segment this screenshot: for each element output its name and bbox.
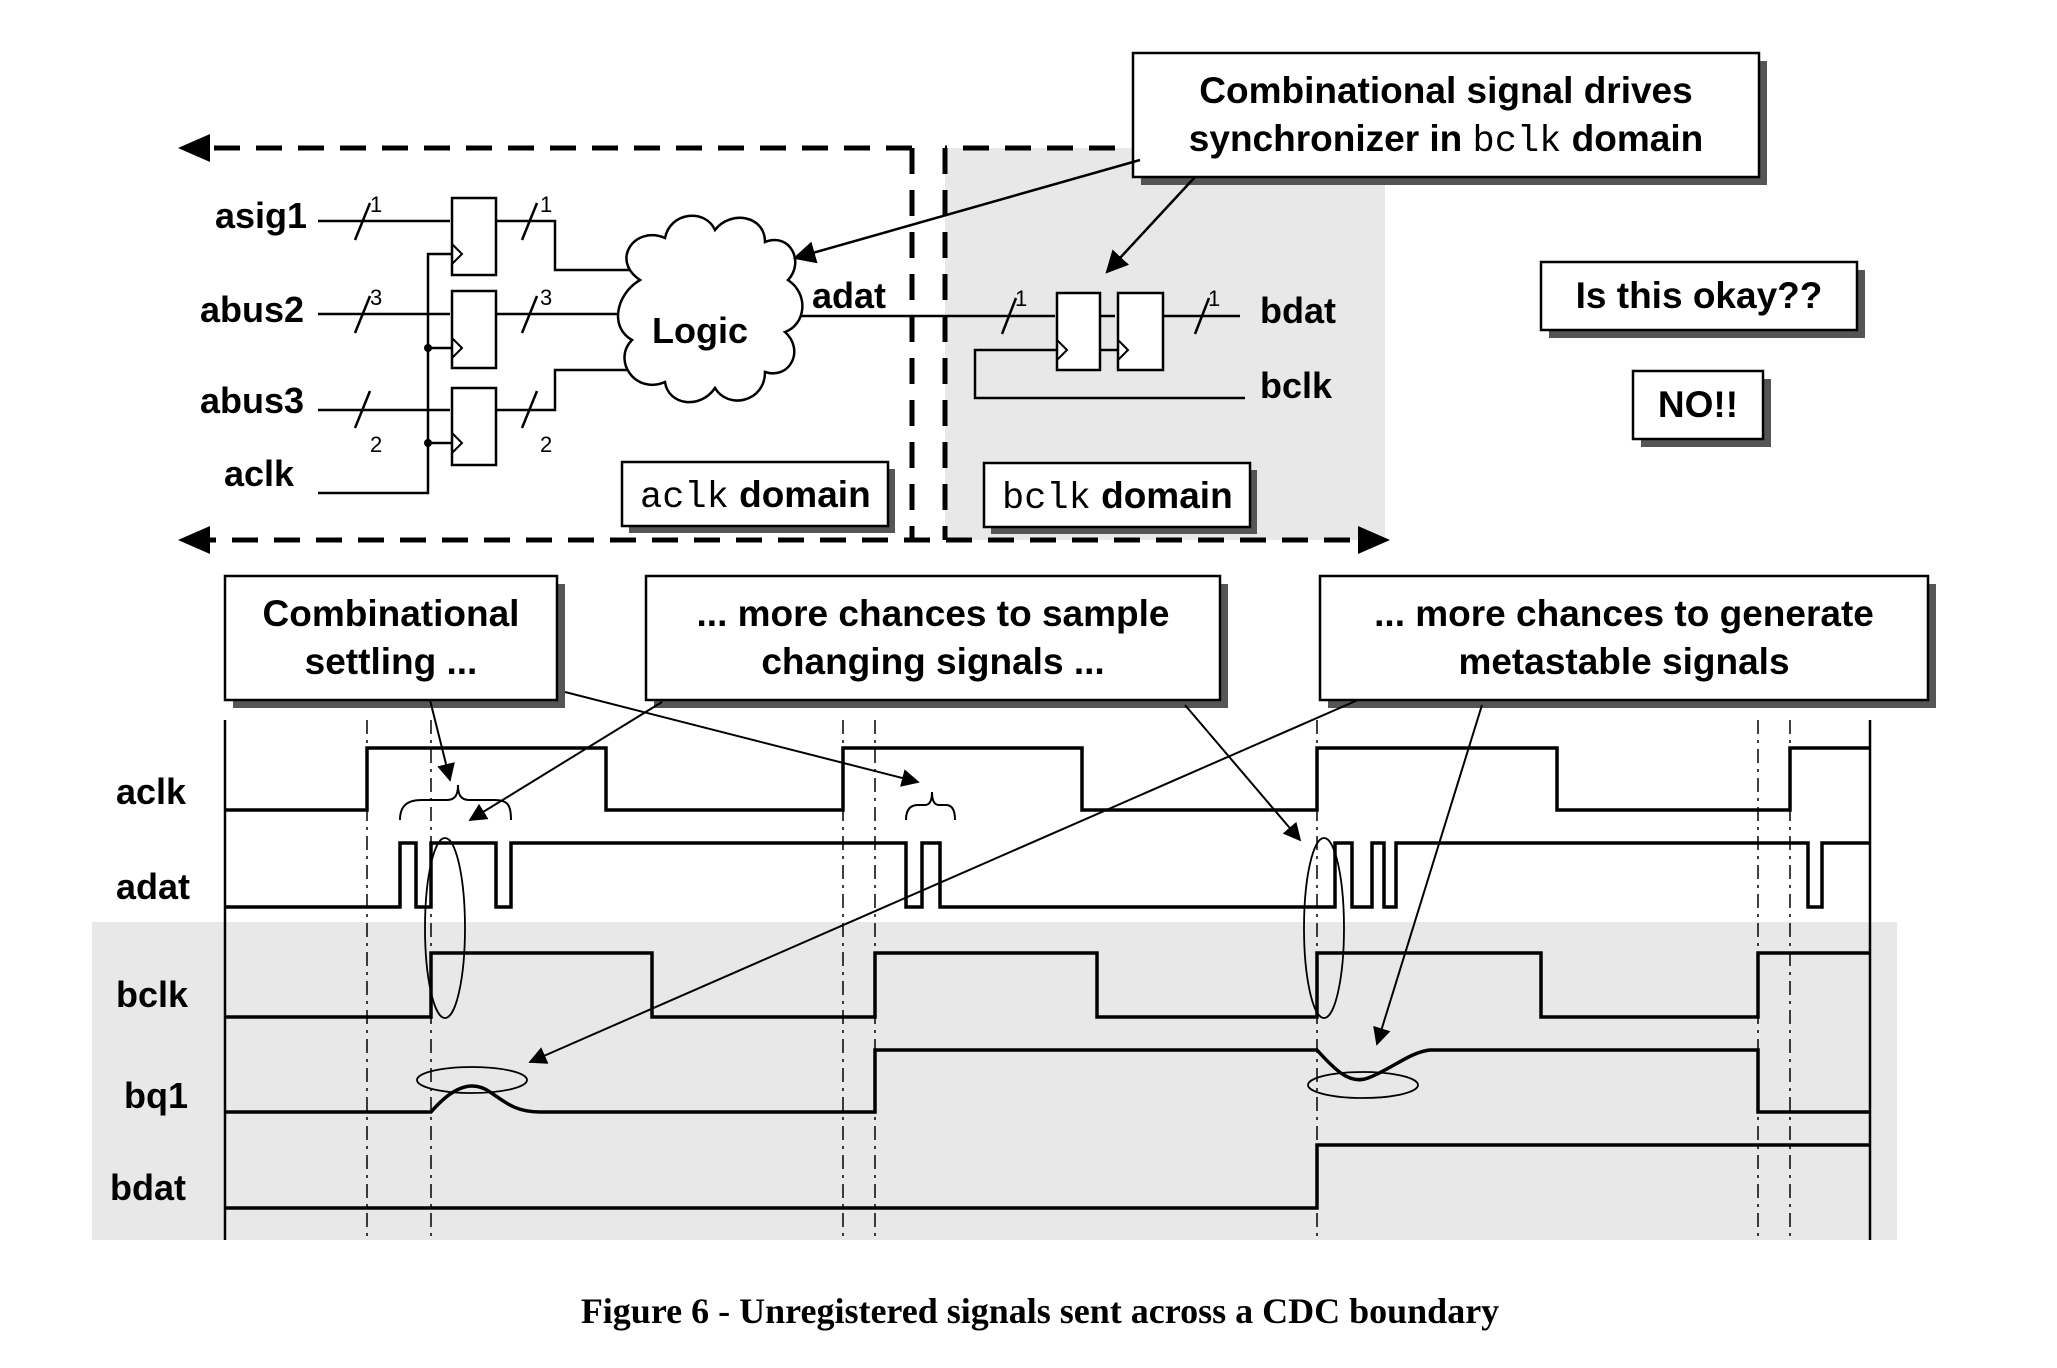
callout-combinational-settling: Combinational settling ... xyxy=(223,574,565,708)
input-label-asig1: asig1 xyxy=(215,195,307,236)
callout-sample-chances: ... more chances to sample changing sign… xyxy=(644,574,1228,708)
input-label-abus2: abus2 xyxy=(200,289,304,330)
bclk-label: bclk xyxy=(1260,365,1333,406)
bclk-timing-shading xyxy=(92,922,1897,1240)
svg-text:NO!!: NO!! xyxy=(1658,384,1738,425)
svg-text:... more chances to sample: ... more chances to sample xyxy=(697,593,1170,634)
callout-arrow xyxy=(1373,704,1483,1046)
bclk-domain-box: bclk domain xyxy=(982,461,1257,534)
callout-arrow xyxy=(564,691,920,787)
aclk-domain-box: aclk domain xyxy=(620,460,895,533)
width-label: 1 xyxy=(540,192,552,217)
callout-arrow xyxy=(1105,176,1196,274)
svg-text:Is this okay??: Is this okay?? xyxy=(1576,275,1823,316)
svg-text:bclk domain: bclk domain xyxy=(1002,475,1233,520)
figure-caption: Figure 6 - Unregistered signals sent acr… xyxy=(581,1291,1499,1331)
waveform-aclk xyxy=(225,746,1870,812)
waveform-adat xyxy=(225,841,1870,909)
svg-text:aclk domain: aclk domain xyxy=(640,474,871,519)
timing-diagram: aclk adat bclk bq1 bdat Combinational xyxy=(92,574,1936,1240)
junction-dot xyxy=(424,439,432,447)
logic-label: Logic xyxy=(652,310,748,351)
width-label: 2 xyxy=(540,432,552,457)
highlight-ellipse xyxy=(416,1066,528,1094)
signal-label-aclk: aclk xyxy=(116,771,187,812)
schematic: asig1 abus2 abus3 aclk xyxy=(178,51,1865,554)
width-label: 1 xyxy=(370,192,382,217)
logic-cloud xyxy=(616,214,804,404)
answer-box: NO!! xyxy=(1631,369,1771,447)
flip-flop xyxy=(450,386,498,467)
callout-arrow xyxy=(528,699,1359,1064)
sync-flip-flop-2 xyxy=(1116,291,1165,372)
input-label-aclk: aclk xyxy=(224,453,295,494)
svg-text:metastable signals: metastable signals xyxy=(1458,641,1789,682)
arrowhead-left-top xyxy=(178,134,210,162)
callout-metastable-chances: ... more chances to generate metastable … xyxy=(1318,574,1936,708)
arrowhead-left-bottom xyxy=(178,526,210,554)
signal-label-bclk: bclk xyxy=(116,974,189,1015)
domain-boundary xyxy=(190,145,1375,543)
sync-flip-flop-1 xyxy=(1055,291,1102,372)
width-label: 1 xyxy=(1015,286,1027,311)
svg-text:Combinational signal drives: Combinational signal drives xyxy=(1199,70,1692,111)
waveform-bq1 xyxy=(225,1048,1870,1114)
input-label-abus3: abus3 xyxy=(200,380,304,421)
svg-text:Combinational: Combinational xyxy=(263,593,520,634)
highlight-ellipse xyxy=(424,837,466,1019)
highlight-ellipse xyxy=(1303,837,1345,1019)
junction-dot xyxy=(424,344,432,352)
width-label: 2 xyxy=(370,432,382,457)
question-box: Is this okay?? xyxy=(1539,260,1865,338)
svg-text:settling ...: settling ... xyxy=(305,641,478,682)
signal-label-adat: adat xyxy=(116,866,190,907)
flip-flop xyxy=(450,289,498,370)
width-label: 3 xyxy=(370,285,382,310)
signal-label-bdat: bdat xyxy=(110,1167,186,1208)
svg-text:... more chances to generate: ... more chances to generate xyxy=(1374,593,1874,634)
callout-sync: Combinational signal drives synchronizer… xyxy=(1131,51,1767,185)
callout-arrow xyxy=(1184,704,1302,842)
waveform-bclk xyxy=(225,951,1870,1019)
callout-arrow xyxy=(468,701,663,821)
svg-text:synchronizer in bclk domain: synchronizer in bclk domain xyxy=(1189,118,1703,163)
waveform-bdat xyxy=(225,1143,1870,1210)
callout-arrow xyxy=(792,158,1141,264)
callout-arrow xyxy=(429,699,455,782)
adat-label: adat xyxy=(812,275,886,316)
flip-flop xyxy=(450,196,498,277)
signal-label-bq1: bq1 xyxy=(124,1075,188,1116)
brace xyxy=(399,784,512,821)
wires xyxy=(318,219,1245,495)
svg-text:changing signals ...: changing signals ... xyxy=(761,641,1104,682)
bus-slashes xyxy=(353,202,1211,429)
highlight-ellipse xyxy=(1307,1071,1419,1099)
brace xyxy=(905,791,956,821)
arrowhead-right-bottom xyxy=(1358,526,1390,554)
bdat-label: bdat xyxy=(1260,290,1336,331)
width-label: 3 xyxy=(540,285,552,310)
width-label: 1 xyxy=(1208,286,1220,311)
